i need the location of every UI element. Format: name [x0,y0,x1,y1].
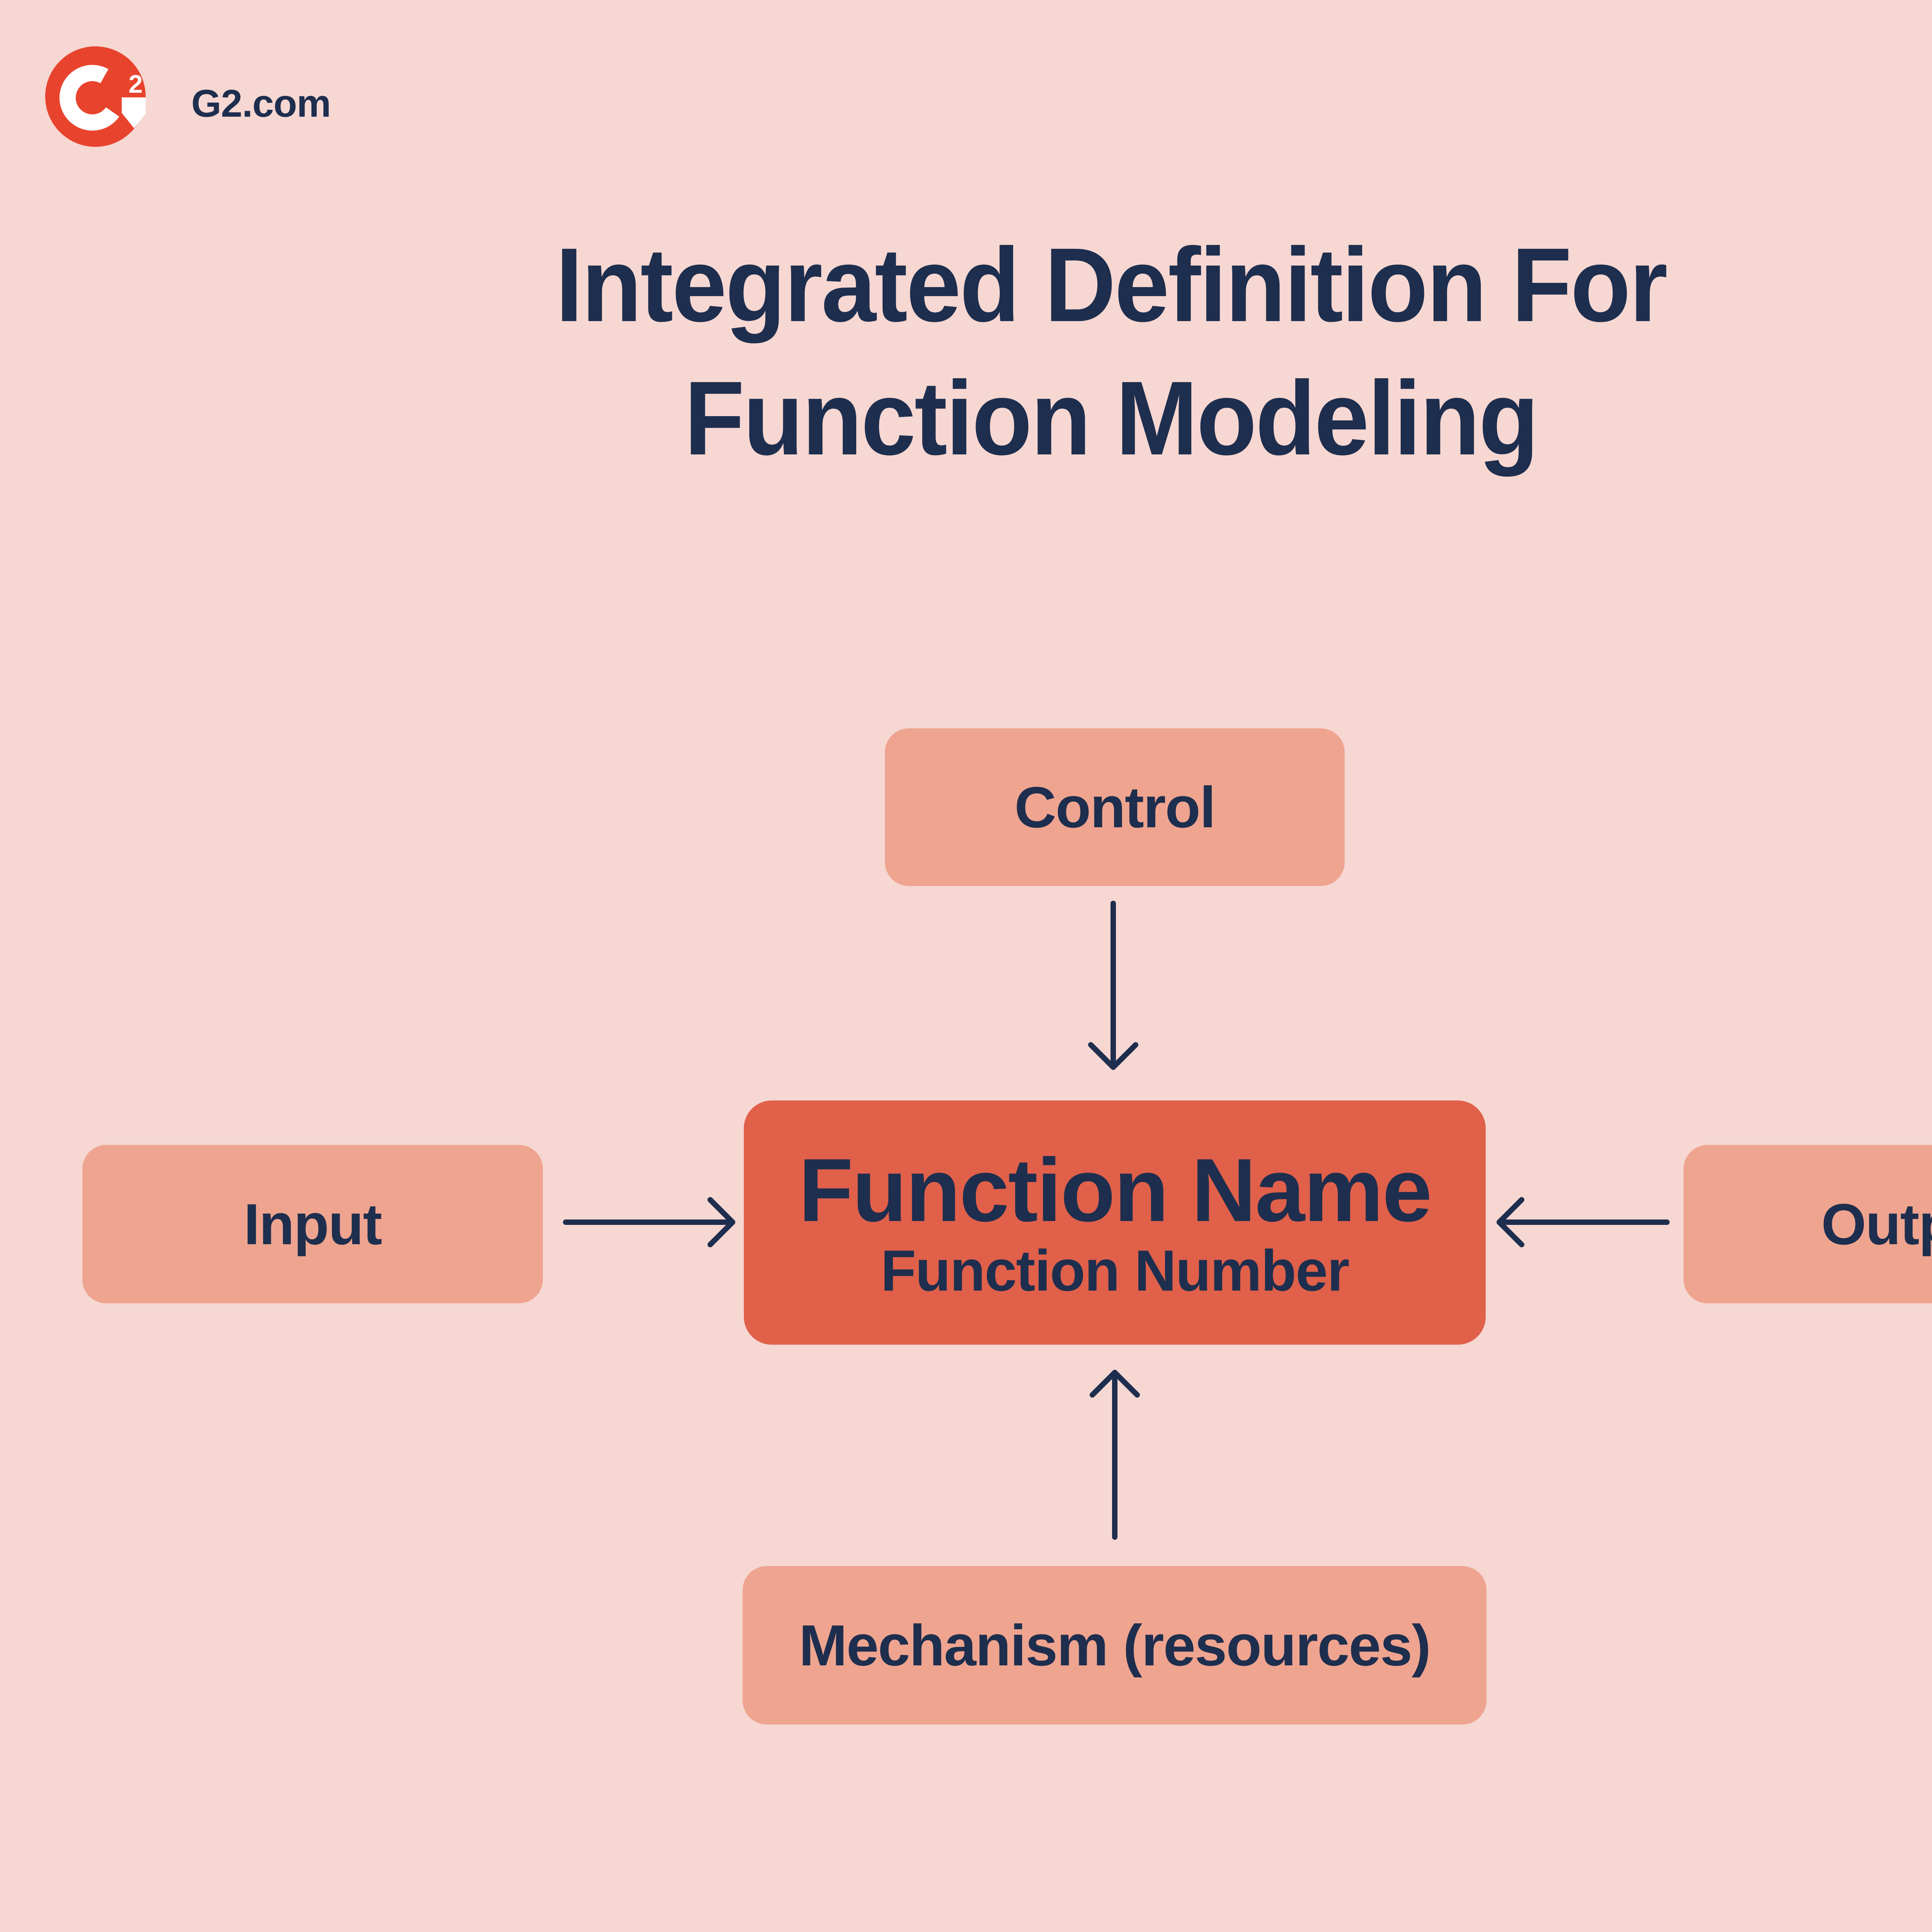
node-mechanism-label: Mechanism (resources) [799,1612,1431,1678]
node-function-subtitle: Function Number [881,1238,1350,1303]
node-input-label: Input [243,1191,383,1257]
node-control: Control [885,728,1345,886]
arrow-input-to-function-icon [563,1197,735,1247]
node-input: Input [82,1145,543,1303]
node-function: Function Name Function Number [744,1100,1486,1345]
page-title-line2: Function Modeling [684,359,1539,477]
page-title: Integrated Definition For Function Model… [67,218,1932,485]
brand-header: 2 G2.com [45,46,331,147]
arrow-mechanism-to-function-icon [1090,1370,1140,1540]
node-function-title: Function Name [798,1140,1432,1240]
node-output-label: Output [1821,1191,1932,1257]
brand-wordmark: G2.com [191,82,331,125]
g2-logo-arrow [122,97,146,128]
page-title-line1: Integrated Definition For [555,226,1668,344]
g2-logo-g-ring [60,65,125,131]
g2-logo-icon: 2 [45,46,146,147]
node-output: Output [1684,1145,1932,1303]
node-mechanism: Mechanism (resources) [743,1566,1486,1725]
arrow-output-to-function-icon [1497,1197,1670,1247]
arrow-control-to-function-icon [1088,901,1138,1070]
g2-logo-superscript-2: 2 [129,70,143,98]
node-control-label: Control [1014,774,1216,840]
